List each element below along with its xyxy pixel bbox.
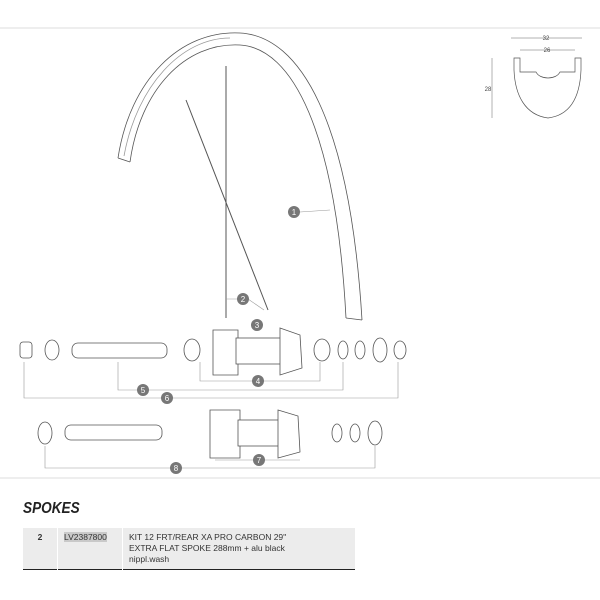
parts-table: 2 LV2387800 KIT 12 FRT/REAR XA PRO CARBO… [23, 528, 355, 570]
svg-text:1: 1 [292, 208, 297, 217]
svg-text:6: 6 [165, 394, 170, 403]
exploded-wheel-diagram: 1 2 3 4 5 6 7 8 32 26 28 [0, 27, 600, 479]
part-description: KIT 12 FRT/REAR XA PRO CARBON 29'' EXTRA… [122, 528, 355, 570]
hub-assembly-front [19, 327, 407, 376]
callout-8: 8 [170, 462, 182, 474]
svg-text:3: 3 [255, 321, 260, 330]
callout-1: 1 [288, 206, 300, 218]
svg-text:7: 7 [257, 456, 262, 465]
section-title: SPOKES [23, 500, 80, 517]
callout-6: 6 [161, 392, 173, 404]
svg-text:2: 2 [241, 295, 246, 304]
item-number: 2 [37, 532, 43, 542]
callout-4: 4 [252, 375, 264, 387]
table-row: 2 LV2387800 KIT 12 FRT/REAR XA PRO CARBO… [23, 528, 355, 570]
rim-profile: 32 26 28 [485, 36, 582, 119]
callout-2: 2 [237, 293, 249, 305]
callouts: 1 2 3 4 5 6 7 8 [137, 206, 300, 474]
svg-text:32: 32 [543, 36, 550, 42]
svg-text:26: 26 [544, 48, 551, 54]
callout-5: 5 [137, 384, 149, 396]
callout-7: 7 [253, 454, 265, 466]
callout-3: 3 [251, 319, 263, 331]
svg-text:5: 5 [141, 386, 146, 395]
svg-text:28: 28 [485, 87, 492, 93]
rim [117, 32, 363, 321]
svg-text:8: 8 [174, 464, 179, 473]
part-reference[interactable]: LV2387800 [64, 532, 107, 542]
spokes [185, 66, 269, 318]
hub-assembly-rear [37, 409, 383, 459]
svg-text:4: 4 [256, 377, 261, 386]
